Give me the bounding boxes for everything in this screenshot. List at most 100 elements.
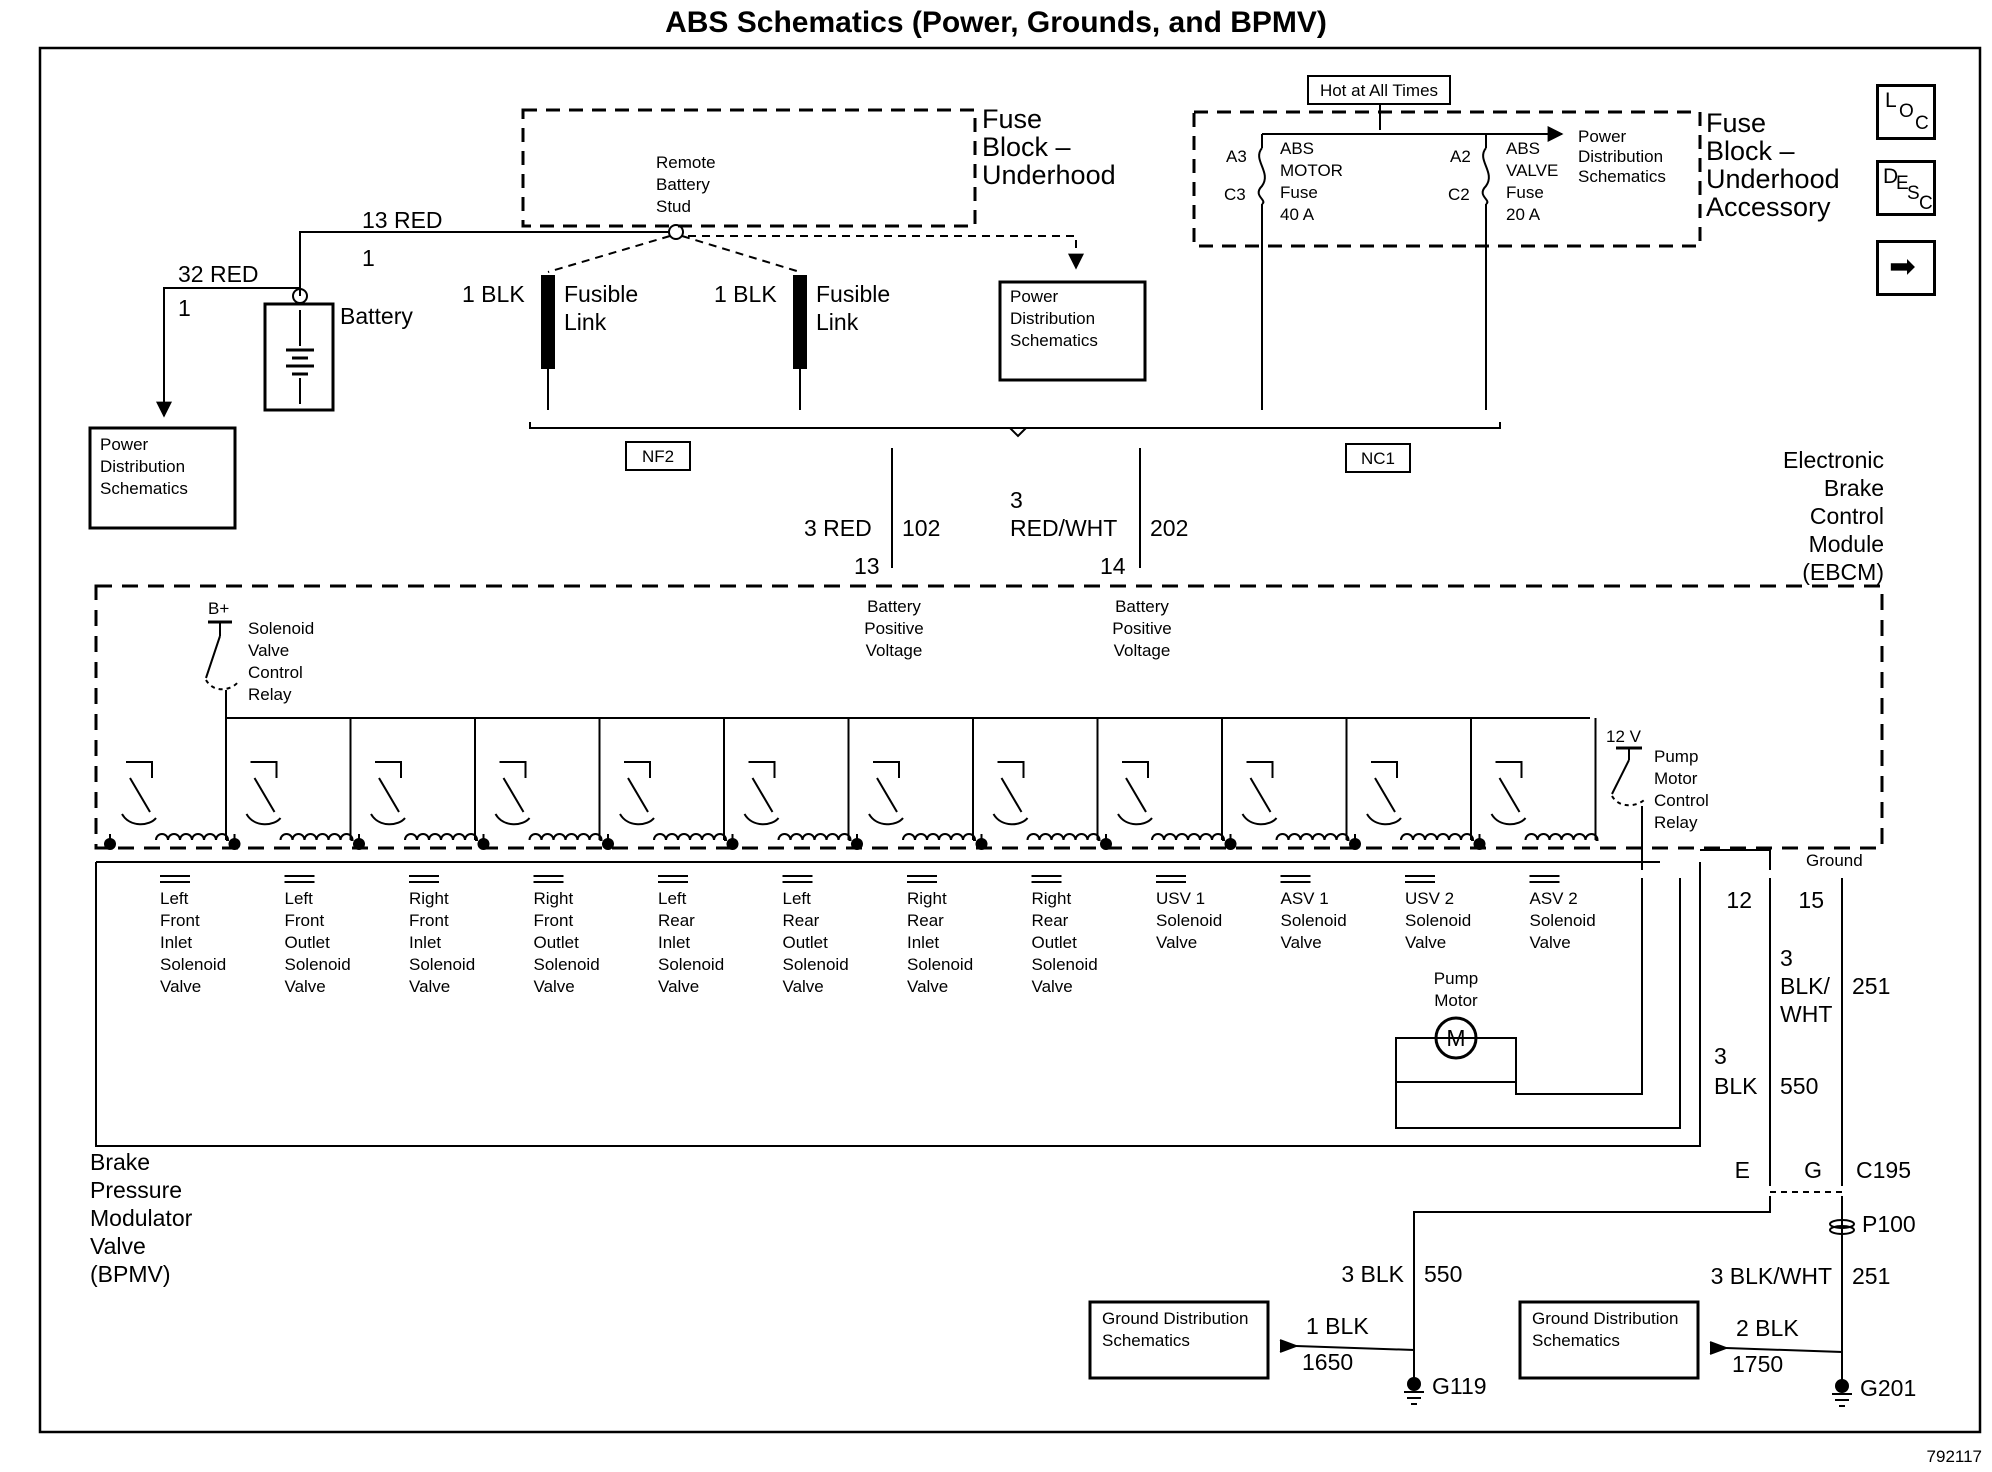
valve-connector-mark-6 — [782, 875, 813, 883]
feed-2-circuit-label: 202 — [1150, 515, 1188, 541]
ground-distribution-box-1 — [1088, 1300, 1270, 1380]
valve-label-2-line-4: Valve — [285, 977, 326, 996]
motor-pin-c3-label: C3 — [1224, 185, 1246, 204]
valve-label-9-line-0: USV 1 — [1156, 889, 1205, 908]
connector-nc1-label: NC1 — [1361, 449, 1395, 468]
valve-label-3-line-2: Inlet — [409, 933, 441, 952]
valve-ground-dot-5 — [602, 838, 614, 850]
power-distribution-mid-label-line-2: Schematics — [1010, 331, 1098, 350]
feed-1-circuit-label: 102 — [902, 515, 940, 541]
valve-label-6-line-1: Rear — [783, 911, 820, 930]
fuse-block-underhood — [521, 108, 977, 228]
valve-channel-6 — [731, 718, 852, 846]
valve-label-1-line-4: Valve — [160, 977, 201, 996]
ebcm-label-line-1: Brake — [1824, 475, 1884, 501]
valve-label-6-line-3: Solenoid — [783, 955, 849, 974]
wire-13-red-label: 13 RED — [362, 207, 443, 233]
valve-label-2-line-0: Left — [285, 889, 314, 908]
valve-connector-mark-12 — [1529, 875, 1560, 883]
underhood-block-label-line-1: Block – — [982, 132, 1071, 162]
desc-letter-e: E — [1896, 173, 1909, 194]
pin-e-label: E — [1735, 1157, 1750, 1183]
connector-p100-label: P100 — [1862, 1211, 1916, 1237]
valve-connector-mark-7 — [907, 875, 937, 883]
accessory-block-label-line-0: Fuse — [1706, 108, 1766, 138]
feed-2-gauge-a-label: 3 — [1010, 487, 1023, 513]
loc-button[interactable]: L O C — [1876, 84, 1936, 140]
valve-label-4-line-4: Valve — [534, 977, 575, 996]
ebcm-label-line-4: (EBCM) — [1802, 559, 1884, 585]
valve-label-1-line-0: Left — [160, 889, 189, 908]
bpmv-label-line-0: Brake — [90, 1149, 150, 1175]
lower-550-circuit-label: 550 — [1424, 1261, 1462, 1287]
solenoid-relay-label-line-1: Valve — [248, 641, 289, 660]
valve-label-7-line-3: Solenoid — [907, 955, 973, 974]
solenoid-relay-label-line-2: Control — [248, 663, 303, 682]
desc-letter-c: C — [1919, 193, 1933, 214]
valve-channel-11 — [1354, 718, 1475, 846]
figure-id-label: 792117 — [1927, 1447, 1982, 1466]
pump-relay-label-line-3: Relay — [1654, 813, 1698, 832]
valve-label-1-line-2: Inlet — [160, 933, 192, 952]
ebcm-label-line-2: Control — [1810, 503, 1884, 529]
valve-label-6-line-4: Valve — [783, 977, 824, 996]
w1650-gauge-label: 1 BLK — [1306, 1313, 1369, 1339]
valve-label-6-line-0: Left — [783, 889, 812, 908]
valve-label-4-line-2: Outlet — [534, 933, 580, 952]
ground-distribution-box-2 — [1518, 1300, 1700, 1380]
valve-channel-9 — [1105, 718, 1226, 846]
wire-13-circuit-label: 1 — [362, 245, 375, 271]
arrow-right-icon: ➡ — [1889, 248, 1916, 284]
bpmv-label-line-4: (BPMV) — [90, 1261, 171, 1287]
valve-label-3-line-0: Right — [409, 889, 449, 908]
valve-label-1-line-1: Front — [160, 911, 200, 930]
valve-label-11-line-0: USV 2 — [1405, 889, 1454, 908]
valve-connector-mark-4 — [533, 875, 564, 883]
valve-label-4-line-3: Solenoid — [534, 955, 600, 974]
ground-distribution-1-label-line-0: Ground Distribution — [1102, 1309, 1248, 1328]
solenoid-relay-label-line-0: Solenoid — [248, 619, 314, 638]
valve-channel-12 — [1478, 718, 1599, 846]
ground-g201-label: G201 — [1860, 1375, 1916, 1401]
fusible-link-2-label-line-0: Fusible — [816, 281, 890, 307]
pump-relay-label-line-0: Pump — [1654, 747, 1698, 766]
w1650-circuit-label: 1650 — [1302, 1349, 1353, 1375]
wire-32-red-label: 32 RED — [178, 261, 259, 287]
ebcm-label-line-0: Electronic — [1783, 447, 1884, 473]
feed-2-voltage-label-line-0: Battery — [1115, 597, 1169, 616]
bpmv-label-line-1: Pressure — [90, 1177, 182, 1203]
feed-2-voltage-label-line-1: Positive — [1112, 619, 1172, 638]
diagram-frame — [38, 46, 1982, 1434]
valve-label-4-line-0: Right — [534, 889, 574, 908]
valve-ground-dot-11 — [1349, 838, 1361, 850]
abs-valve-fuse-label-line-1: VALVE — [1506, 161, 1558, 180]
bpmv-label-line-3: Valve — [90, 1233, 146, 1259]
connector-nc1 — [1345, 443, 1411, 473]
valve-label-5-line-1: Rear — [658, 911, 695, 930]
desc-button[interactable]: D E S C — [1876, 160, 1936, 216]
valve-label-7-line-4: Valve — [907, 977, 948, 996]
pump-motor-label-line-0: Pump — [1434, 969, 1478, 988]
feed-2-pin-label: 14 — [1100, 553, 1126, 579]
valve-channel-2 — [233, 718, 354, 846]
valve-label-3-line-4: Valve — [409, 977, 450, 996]
twelve-volt-label: 12 V — [1606, 727, 1642, 746]
valve-channel-3 — [358, 718, 479, 846]
power-distribution-mid-label-line-1: Distribution — [1010, 309, 1095, 328]
ground-label: Ground — [1806, 851, 1863, 870]
abs-valve-fuse-label-line-3: 20 A — [1506, 205, 1541, 224]
next-button[interactable]: ➡ — [1876, 240, 1936, 296]
valve-label-10-line-2: Valve — [1281, 933, 1322, 952]
valve-label-5-line-4: Valve — [658, 977, 699, 996]
ground-distribution-1-label-line-1: Schematics — [1102, 1331, 1190, 1350]
loc-letter-o: O — [1899, 101, 1914, 122]
valve-connector-mark-8 — [1031, 875, 1062, 883]
valve-channel-1 — [109, 718, 230, 846]
valve-label-10-line-1: Solenoid — [1281, 911, 1347, 930]
valve-channel-7 — [856, 718, 977, 846]
valve-ground-dot-10 — [1224, 838, 1237, 850]
valve-label-3-line-3: Solenoid — [409, 955, 475, 974]
pump-relay-label-line-2: Control — [1654, 791, 1709, 810]
valve-label-2-line-1: Front — [285, 911, 325, 930]
abs-motor-fuse-label-line-1: MOTOR — [1280, 161, 1343, 180]
